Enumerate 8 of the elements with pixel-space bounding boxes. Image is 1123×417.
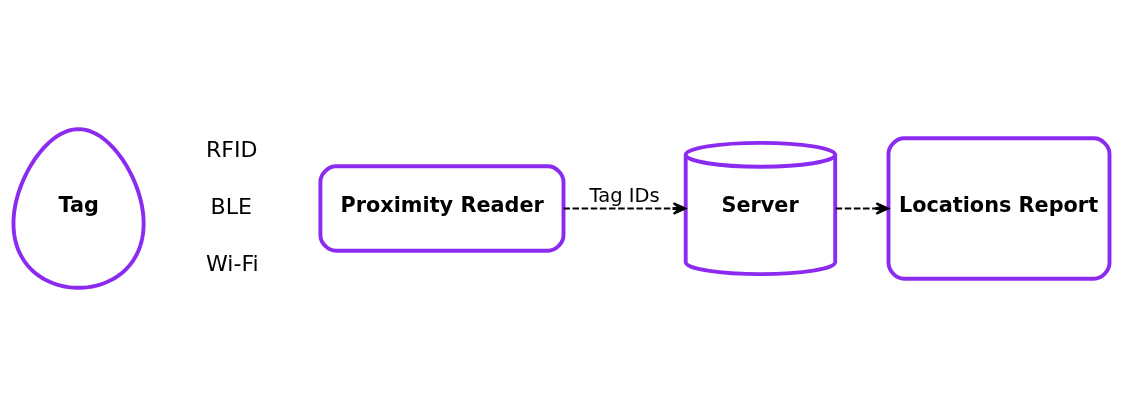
label: RFID	[206, 135, 258, 162]
label: Wi-Fi	[206, 250, 259, 277]
arrow	[835, 202, 890, 215]
edge-label: Tag IDs	[589, 184, 660, 207]
label: BLE	[210, 192, 252, 219]
node-box: Proximity Reader	[318, 164, 566, 253]
node-box: Locations Report	[886, 136, 1112, 281]
arrow	[563, 202, 687, 215]
